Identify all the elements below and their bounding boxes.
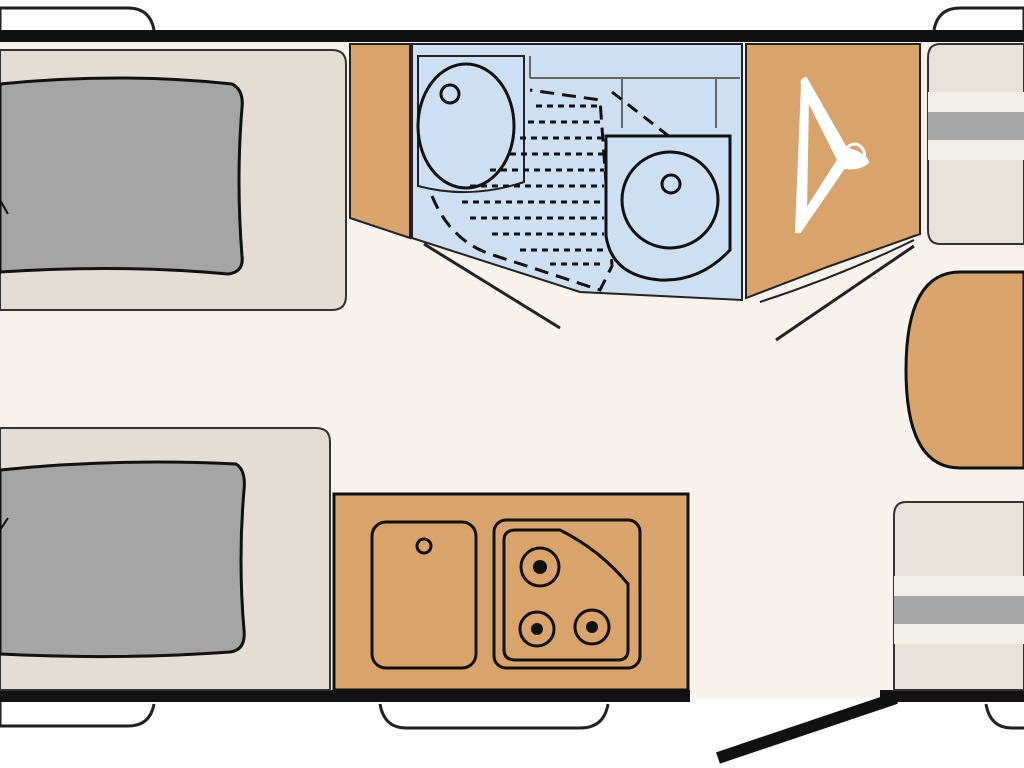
burner-3 [573, 608, 611, 646]
kitchen [332, 492, 690, 692]
bed-icon [0, 76, 244, 276]
bump-bottom-right [984, 703, 1024, 730]
cabinet-left [349, 43, 411, 240]
bump-top-right [932, 6, 1024, 34]
bottom-wall-left [0, 690, 690, 702]
bathroom [411, 43, 743, 330]
bump-bottom-middle [378, 703, 610, 730]
bump-top-left [0, 6, 156, 34]
hanger-icon [794, 76, 870, 233]
dinette-seat-top [927, 43, 1024, 245]
burner-1 [519, 546, 561, 588]
bed-icon [0, 460, 246, 659]
dinette-seat-bottom [893, 501, 1024, 691]
sink-icon [370, 520, 478, 670]
cooktop-icon [492, 518, 642, 670]
burner-2 [518, 610, 556, 648]
door-icon[interactable] [716, 692, 898, 764]
bed-top-left [0, 49, 347, 311]
top-wall [0, 30, 1024, 42]
wardrobe [745, 43, 921, 342]
bottom-wall-right [880, 690, 1024, 702]
table-icon [904, 270, 1024, 470]
exterior-bumps [0, 6, 1024, 730]
washbasin-icon [416, 55, 525, 194]
bump-bottom-left [0, 700, 156, 728]
wardrobe-door[interactable] [759, 239, 915, 303]
bathroom-door[interactable] [423, 242, 561, 330]
toilet-icon [604, 134, 732, 282]
bed-bottom-left [0, 427, 331, 691]
